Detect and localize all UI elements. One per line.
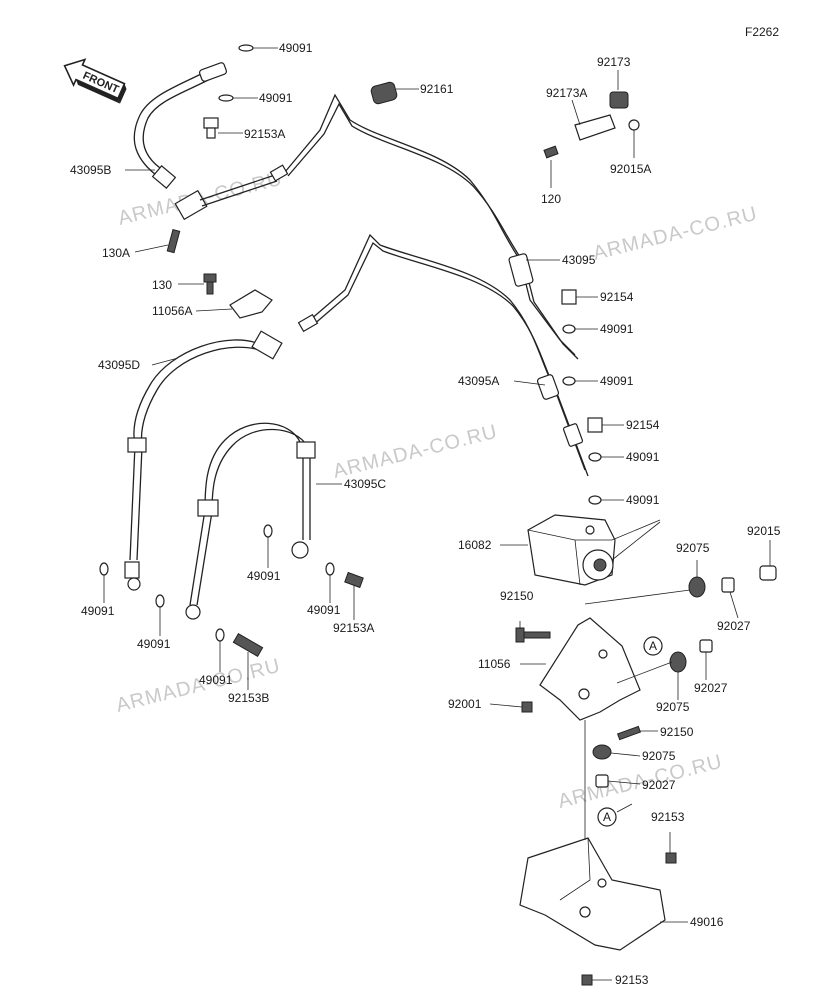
part-label: 11056 [478,657,511,671]
part-label: 92153A [333,621,374,635]
washer-icon [562,376,576,386]
part-label: 49091 [279,41,313,55]
part-label: 43095D [98,358,140,372]
part-label: 92153 [651,810,685,824]
washer-icon [215,628,225,642]
part-label: 130 [152,278,172,292]
abs-unit-16082 [527,514,616,586]
bracket-11056 [539,617,641,721]
bolt-icon [616,725,642,741]
part-label: 49091 [600,322,634,336]
part-label: 92001 [448,697,482,711]
part-label: 49091 [259,91,293,105]
banjo-bolt-icon [232,632,264,658]
hose-43095B [133,62,278,221]
watermark: ARMADA-CO.RU [591,203,760,265]
banjo-bolt-icon [344,571,364,589]
bolt-icon [203,273,217,295]
part-label: 49091 [626,450,660,464]
washer-icon [155,594,165,608]
part-label: 92015 [747,524,781,538]
hose-43095D [124,330,283,591]
damper-icon [669,651,687,673]
part-label: 49091 [199,673,233,687]
part-label: 92150 [500,589,534,603]
part-label: 49091 [626,493,660,507]
part-label: 92153B [228,691,269,705]
part-label: 92027 [717,619,751,633]
part-label: 49091 [600,374,634,388]
part-label: 49091 [137,637,171,651]
figure-code: F2262 [745,25,779,39]
part-label: 92154 [600,290,634,304]
collar-icon [699,639,713,653]
hose-43095C [185,422,316,620]
part-label: 49016 [690,915,724,929]
clamp-92173-icon [543,91,640,159]
callout-a-circle [643,636,663,656]
washer-icon [588,495,602,505]
washer-icon [588,452,602,462]
callout-a: A [603,810,611,824]
callout-a: A [649,639,657,653]
part-label: 92075 [676,541,710,555]
clamp-11056A-icon [229,289,273,319]
collar-icon [595,774,609,788]
washer-icon [99,562,109,576]
washer-icon [218,94,234,102]
part-label: 43095A [458,374,499,388]
damper-icon [688,576,706,598]
part-label: 43095 [562,253,596,267]
part-label: 120 [541,192,561,206]
grommet-92161-icon [370,81,398,105]
bolt-icon [515,627,551,643]
part-label: 49091 [81,604,115,618]
part-label: 92154 [626,418,660,432]
part-label: 92153A [244,127,285,141]
watermark: ARMADA-CO.RU [556,751,725,813]
part-label: 92161 [420,82,454,96]
washer-icon [238,44,254,52]
damper-icon [592,744,612,760]
part-label: 92027 [642,778,676,792]
part-label: 49091 [247,569,281,583]
part-label: 130A [102,246,130,260]
washer-icon [562,324,576,334]
brake-pipe-43095 [269,93,579,360]
banjo-bolt-icon [203,117,219,139]
part-label: 92173 [597,55,631,69]
watermark: ARMADA-CO.RU [331,421,500,483]
collar-icon [721,577,735,593]
spacer-92015-icon [759,565,777,581]
part-label: 92027 [694,681,728,695]
part-label: 49091 [307,603,341,617]
part-label: 92173A [546,86,587,100]
cover-49016 [519,837,666,951]
banjo-bolt-icon [587,417,603,433]
screw-icon [521,701,533,713]
part-label: 16082 [458,538,492,552]
washer-icon [263,524,273,538]
part-label: 92075 [642,749,676,763]
callout-a-circle [597,807,617,827]
part-label: 43095C [344,477,386,491]
part-label: 92015A [610,162,651,176]
brake-pipe-43095A [297,233,589,477]
part-label: 92153 [615,973,649,987]
part-label: 43095B [70,163,111,177]
bolt-icon [665,852,677,864]
part-label: 92075 [656,700,690,714]
banjo-bolt-icon [561,289,577,305]
washer-icon [325,562,335,576]
bolt-icon [581,974,593,986]
part-label: 92150 [660,725,694,739]
front-arrow-icon: FRONT [63,58,127,104]
bolt-icon [166,228,181,254]
part-label: 11056A [152,304,192,318]
